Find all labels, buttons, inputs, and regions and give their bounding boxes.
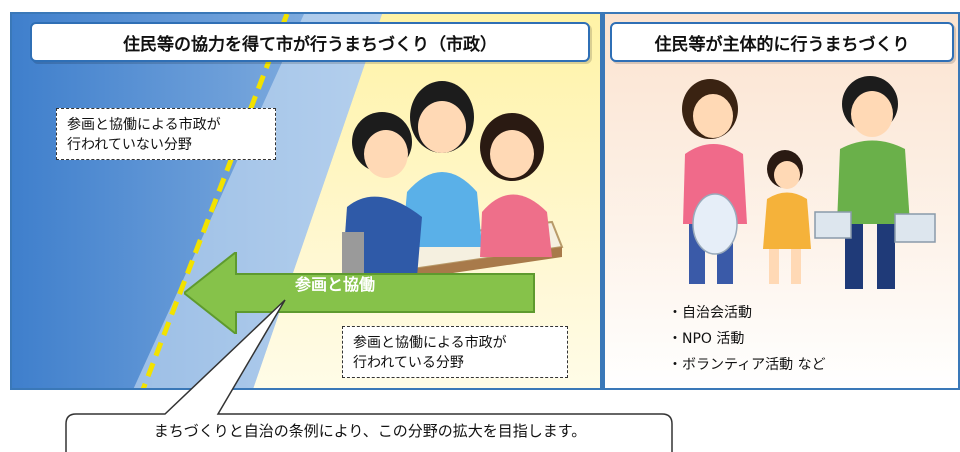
box-not-done-line1: 参画と協働による市政が bbox=[67, 117, 221, 133]
right-panel-title: 住民等が主体的に行うまちづくり bbox=[610, 22, 954, 62]
activity-list: ・自治会活動 ・NPO 活動 ・ボランティア活動 など bbox=[668, 300, 826, 378]
box-not-done-line2: 行われていない分野 bbox=[67, 137, 192, 153]
left-panel-title-text: 住民等の協力を得て市が行うまちづくり（市政） bbox=[123, 34, 497, 55]
left-panel bbox=[10, 12, 602, 390]
activity-item: ・ボランティア活動 など bbox=[668, 357, 826, 373]
box-done-area: 参画と協働による市政が 行われている分野 bbox=[342, 326, 568, 378]
box-done-line2: 行われている分野 bbox=[353, 355, 464, 371]
left-panel-title: 住民等の協力を得て市が行うまちづくり（市政） bbox=[30, 22, 590, 62]
activity-item: ・自治会活動 bbox=[668, 305, 752, 321]
right-panel-title-text: 住民等が主体的に行うまちづくり bbox=[654, 34, 910, 55]
box-not-done-area: 参画と協働による市政が 行われていない分野 bbox=[56, 108, 276, 160]
family-illustration bbox=[682, 76, 936, 289]
activity-item: ・NPO 活動 bbox=[668, 331, 745, 347]
boundary-dashed-line bbox=[140, 14, 290, 388]
box-done-line1: 参画と協働による市政が bbox=[353, 335, 507, 351]
participation-arrow bbox=[184, 252, 535, 334]
callout-text: まちづくりと自治の条例により、この分野の拡大を目指します。 bbox=[153, 422, 587, 440]
arrow-label: 参画と協働 bbox=[295, 275, 376, 294]
right-panel bbox=[602, 12, 960, 390]
meeting-people-illustration bbox=[342, 81, 564, 282]
